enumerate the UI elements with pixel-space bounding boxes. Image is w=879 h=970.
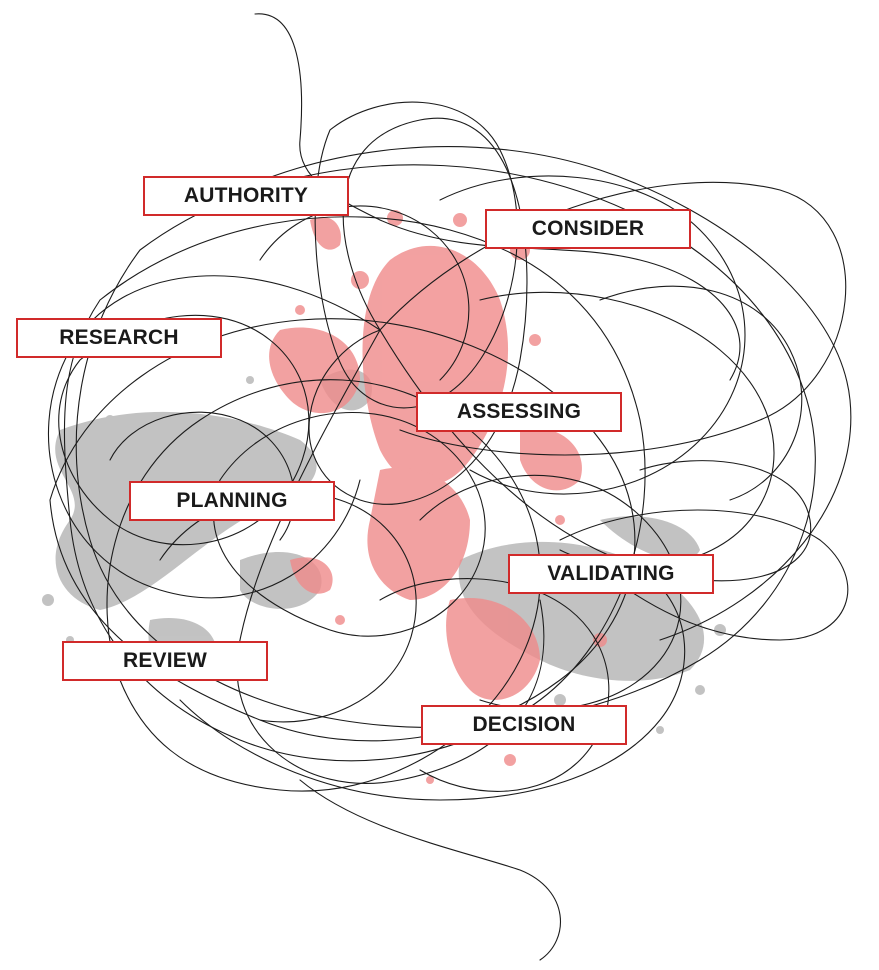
label-authority: AUTHORITY	[143, 176, 349, 216]
label-consider: CONSIDER	[485, 209, 691, 249]
label-planning: PLANNING	[129, 481, 335, 521]
red-splatter	[269, 210, 607, 784]
label-research: RESEARCH	[16, 318, 222, 358]
label-validating: VALIDATING	[508, 554, 714, 594]
label-review: REVIEW	[62, 641, 268, 681]
label-decision: DECISION	[421, 705, 627, 745]
label-assessing: ASSESSING	[416, 392, 622, 432]
